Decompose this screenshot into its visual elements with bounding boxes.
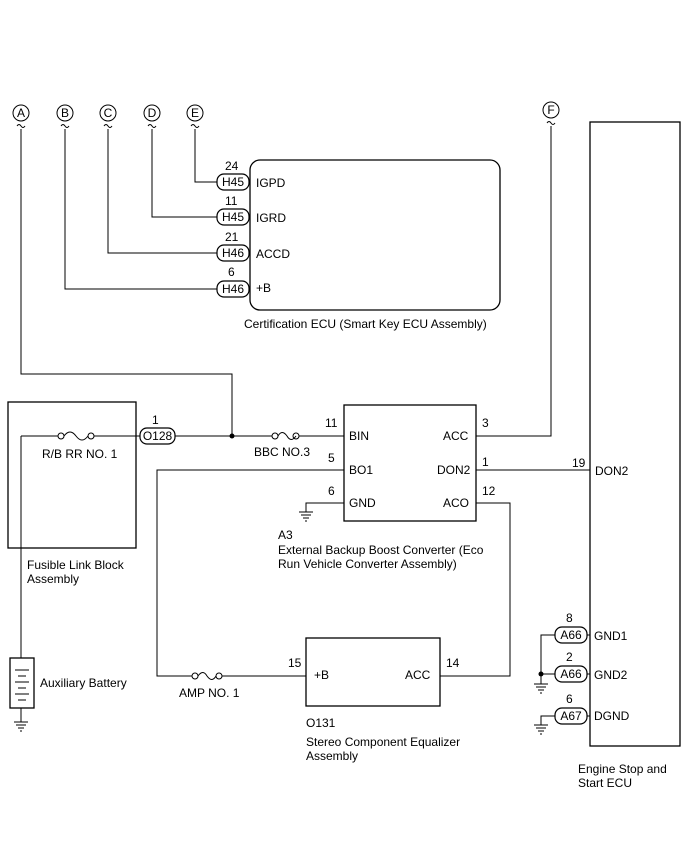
- svg-text:24: 24: [225, 159, 239, 173]
- svg-text:E: E: [191, 106, 199, 120]
- svg-text:11: 11: [325, 416, 338, 430]
- pin-label-dgnd: DGND: [594, 709, 630, 723]
- splice-point: [538, 671, 544, 677]
- connector-ref-a[interactable]: A: [12, 104, 30, 128]
- connector-ref-c[interactable]: C: [99, 104, 117, 128]
- engine-ecu-caption: Engine Stop and: [578, 762, 667, 776]
- svg-text:B: B: [61, 106, 69, 120]
- connector-h46[interactable]: [216, 280, 250, 298]
- equalizer-caption-2: Assembly: [306, 749, 358, 763]
- svg-text:6: 6: [328, 484, 335, 498]
- svg-text:O128: O128: [143, 429, 173, 443]
- connector-ref-e[interactable]: E: [186, 104, 204, 128]
- fusible-link-caption-2: Assembly: [27, 572, 79, 586]
- connector-o128[interactable]: [139, 427, 176, 445]
- fuse-icon: [57, 431, 95, 441]
- pin-label-don2: DON2: [437, 463, 471, 477]
- connector-ref-b[interactable]: B: [56, 104, 74, 128]
- pin-label-plus-b: +B: [314, 668, 329, 682]
- svg-text:A66: A66: [560, 628, 582, 642]
- connector-ref-f[interactable]: F: [542, 101, 560, 125]
- svg-text:11: 11: [225, 194, 238, 208]
- pin-label-aco: ACO: [443, 496, 469, 510]
- ground-icon: [14, 721, 28, 732]
- svg-text:8: 8: [566, 611, 573, 625]
- pin-label-accd: ACCD: [256, 247, 290, 261]
- fuse-icon: [271, 432, 300, 440]
- pin-label-igpd: IGPD: [256, 176, 286, 190]
- svg-text:D: D: [148, 106, 157, 120]
- fuse-label-amp-no1: AMP NO. 1: [179, 686, 240, 700]
- fusible-link-block[interactable]: R/B RR NO. 1 1 O128: [7, 401, 176, 549]
- svg-text:21: 21: [225, 230, 239, 244]
- converter-code: A3: [278, 528, 293, 542]
- svg-text:1: 1: [482, 455, 489, 469]
- connector-a66[interactable]: [554, 665, 588, 683]
- svg-text:2: 2: [566, 650, 573, 664]
- svg-text:A: A: [17, 106, 25, 120]
- svg-text:C: C: [104, 106, 113, 120]
- svg-text:A67: A67: [560, 709, 582, 723]
- ground-icon: [534, 683, 548, 694]
- backup-boost-converter[interactable]: 11 BIN 5 BO1 6 GND 3 ACC 1 DON2 12 ACO: [325, 404, 496, 522]
- stereo-equalizer[interactable]: 15 +B 14 ACC: [288, 637, 460, 707]
- svg-text:H46: H46: [222, 246, 244, 260]
- converter-caption: External Backup Boost Converter (Eco: [278, 543, 484, 557]
- certification-ecu-caption: Certification ECU (Smart Key ECU Assembl…: [244, 317, 487, 331]
- connector-h45[interactable]: [216, 173, 250, 191]
- pin-label-acc: ACC: [405, 668, 431, 682]
- svg-text:F: F: [547, 103, 554, 117]
- svg-text:12: 12: [482, 484, 496, 498]
- pin-label-don2: DON2: [595, 464, 629, 478]
- connector-h46[interactable]: [216, 244, 250, 262]
- engine-stop-start-ecu[interactable]: 19 DON2 8 A66 GND1 2 A66 GND2 6 A67 DGND: [554, 121, 681, 747]
- engine-ecu-caption-2: Start ECU: [578, 776, 632, 790]
- splice-point: [229, 433, 235, 439]
- svg-text:6: 6: [228, 265, 235, 279]
- converter-caption-2: Run Vehicle Converter Assembly): [278, 557, 457, 571]
- connector-a66[interactable]: [554, 626, 588, 644]
- connector-h45[interactable]: [216, 208, 250, 226]
- pin-label-gnd2: GND2: [594, 668, 628, 682]
- pin-label-bin: BIN: [349, 429, 369, 443]
- pin-label-gnd: GND: [349, 496, 376, 510]
- pin-label-plus-b: +B: [256, 281, 271, 295]
- svg-text:15: 15: [288, 656, 302, 670]
- fuse-label-rb-rr-no1: R/B RR NO. 1: [42, 447, 118, 461]
- svg-text:3: 3: [482, 416, 489, 430]
- fuse-icon: [191, 672, 223, 680]
- pin-label-bo1: BO1: [349, 463, 373, 477]
- connector-a67[interactable]: [554, 707, 588, 725]
- svg-text:14: 14: [446, 656, 460, 670]
- equalizer-caption: Stereo Component Equalizer: [306, 735, 460, 749]
- ground-icon: [534, 724, 548, 735]
- certification-ecu[interactable]: 24 H45 IGPD 11 H45 IGRD 21 H46 ACCD 6 H4…: [216, 159, 501, 311]
- aux-battery-label: Auxiliary Battery: [40, 676, 127, 690]
- connector-ref-d[interactable]: D: [143, 104, 161, 128]
- svg-text:H46: H46: [222, 282, 244, 296]
- svg-text:19: 19: [572, 456, 586, 470]
- svg-text:H45: H45: [222, 210, 244, 224]
- ground-icon: [299, 511, 313, 522]
- pin-label-igrd: IGRD: [256, 211, 286, 225]
- pin-label-acc: ACC: [443, 429, 469, 443]
- equalizer-code: O131: [306, 716, 336, 730]
- svg-text:6: 6: [566, 692, 573, 706]
- wires: [20, 126, 590, 725]
- svg-text:A66: A66: [560, 667, 582, 681]
- fuse-label-bbc-no3: BBC NO.3: [254, 445, 310, 459]
- fusible-link-caption: Fusible Link Block: [27, 558, 125, 572]
- svg-text:5: 5: [328, 451, 335, 465]
- svg-text:H45: H45: [222, 175, 244, 189]
- svg-text:1: 1: [152, 413, 159, 427]
- battery-icon[interactable]: [9, 657, 35, 709]
- pin-label-gnd1: GND1: [594, 629, 628, 643]
